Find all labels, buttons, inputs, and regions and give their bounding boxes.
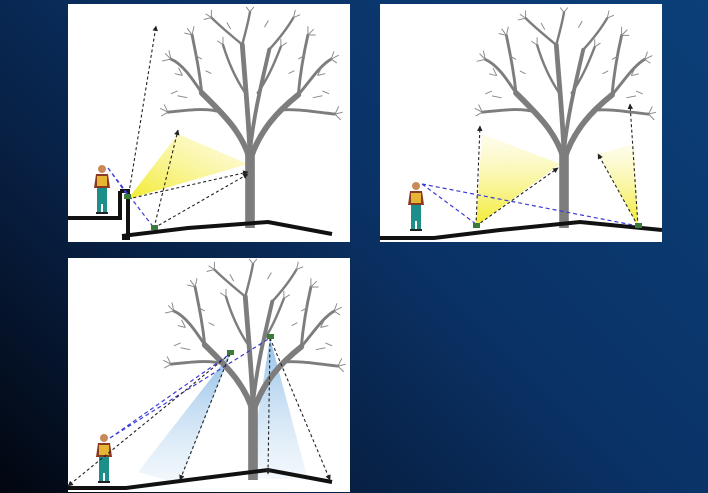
tree-icon (160, 7, 342, 228)
person-icon (94, 165, 110, 214)
light-fixture-icon (227, 350, 234, 355)
person-icon (408, 182, 424, 231)
light-fixture-icon (151, 225, 158, 230)
light-beam (128, 134, 248, 199)
ground-line (380, 222, 662, 238)
light-fixture-icon (267, 334, 274, 339)
diagram-panel-uplight-wall (68, 4, 350, 242)
diagram-panel-downlight-canopy (68, 258, 350, 492)
light-beam (476, 134, 560, 226)
light-fixture-icon (473, 223, 480, 228)
diagram-panel-uplight-ground (380, 4, 662, 242)
person-icon (96, 434, 112, 483)
light-beam (598, 144, 638, 226)
light-beam (138, 354, 230, 484)
light-fixture-icon (635, 223, 642, 228)
view-line (422, 184, 638, 226)
light-fixture-icon (124, 194, 131, 199)
